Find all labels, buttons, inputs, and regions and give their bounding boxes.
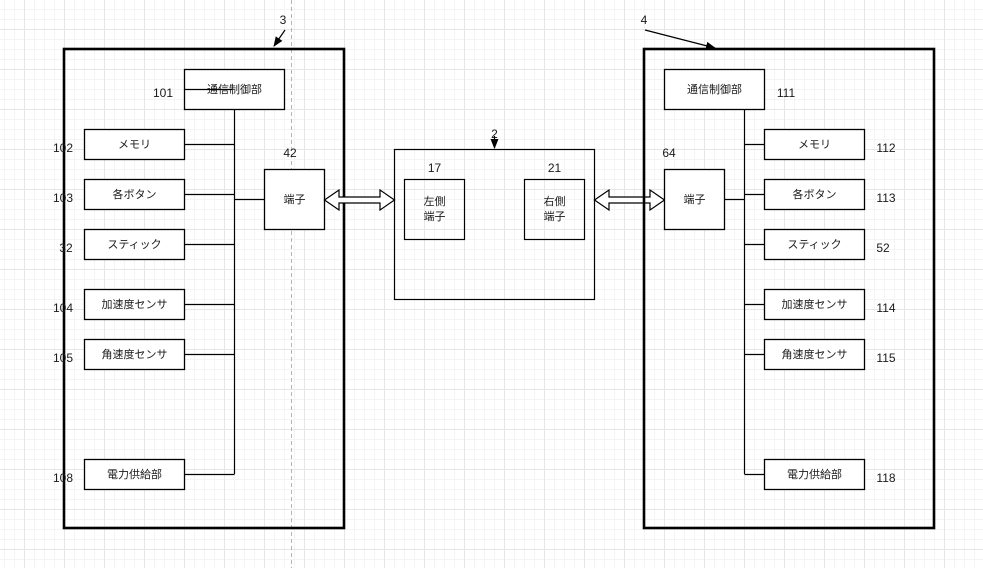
main-left-terminal-block[interactable]: 左側 端子 [403,178,466,241]
right-bidirectional-arrow [593,188,666,212]
left-gyro-ref: 105 [53,351,73,365]
main-right-terminal-label-2: 端子 [544,210,566,223]
main-unit-ref: 2 [491,127,498,141]
right-power-label: 電力供給部 [787,467,842,481]
main-right-terminal-block[interactable]: 右側 端子 [523,178,586,241]
left-stick-label: スティック [107,238,161,251]
right-device-ref-arrow [644,29,716,50]
main-left-terminal-ref: 17 [428,161,442,175]
right-gyro-ref: 115 [876,351,895,365]
main-left-terminal-label-1: 左側 [424,195,446,208]
left-terminal-block[interactable]: 端子 [263,168,326,231]
right-gyro-label: 角速度センサ [782,347,848,361]
left-block-memory[interactable]: メモリ [83,128,186,161]
right-accel-label: 加速度センサ [782,297,848,311]
left-device-ref-arrow [273,29,286,47]
left-stick-ref: 32 [59,241,73,255]
main-right-terminal-ref: 21 [548,161,562,175]
right-block-gyro-sensor[interactable]: 角速度センサ [763,338,866,371]
right-buttons-label: 各ボタン [793,187,837,201]
right-device-frame [642,47,936,530]
left-terminal-label: 端子 [284,193,306,206]
left-block-stick[interactable]: スティック [83,228,186,261]
left-accel-ref: 104 [53,301,73,315]
right-controller-block[interactable]: 通信制御部 [663,68,766,111]
right-block-stick[interactable]: スティック [763,228,866,261]
right-power-ref: 118 [876,471,895,485]
right-terminal-label: 端子 [684,193,706,206]
left-block-accel-sensor[interactable]: 加速度センサ [83,288,186,321]
left-memory-label: メモリ [118,138,151,151]
left-block-buttons[interactable]: 各ボタン [83,178,186,211]
left-memory-ref: 102 [53,141,73,155]
left-terminal-ref: 42 [283,146,297,160]
right-terminal-block[interactable]: 端子 [663,168,726,231]
right-stick-label: スティック [787,238,841,251]
left-buttons-ref: 103 [53,191,73,205]
right-accel-ref: 114 [876,301,895,315]
left-controller-device[interactable] [62,47,346,530]
left-accel-label: 加速度センサ [102,297,168,311]
left-buttons-label: 各ボタン [113,187,157,201]
left-power-ref: 108 [53,471,73,485]
right-controller-ref: 111 [777,86,796,100]
right-device-ref: 4 [641,13,648,27]
right-block-memory[interactable]: メモリ [763,128,866,161]
right-controller-device[interactable] [642,47,936,530]
main-right-terminal-label-1: 右側 [544,194,566,208]
left-controller-label: 通信制御部 [207,82,262,96]
right-block-power-supply[interactable]: 電力供給部 [763,458,866,491]
right-terminal-ref: 64 [662,146,676,160]
left-bidirectional-arrow [323,188,396,212]
main-unit-frame[interactable] [393,148,596,301]
right-block-buttons[interactable]: 各ボタン [763,178,866,211]
left-block-gyro-sensor[interactable]: 角速度センサ [83,338,186,371]
left-device-ref: 3 [280,13,287,27]
right-memory-ref: 112 [876,141,895,155]
right-block-accel-sensor[interactable]: 加速度センサ [763,288,866,321]
left-device-frame [62,47,346,530]
right-stick-ref: 52 [876,241,890,255]
right-memory-label: メモリ [798,138,831,151]
main-left-terminal-label-2: 端子 [424,210,446,223]
left-gyro-label: 角速度センサ [102,347,168,361]
left-controller-ref: 101 [153,86,173,100]
left-block-power-supply[interactable]: 電力供給部 [83,458,186,491]
right-buttons-ref: 113 [876,191,895,205]
left-power-label: 電力供給部 [107,467,162,481]
right-controller-label: 通信制御部 [687,82,742,96]
